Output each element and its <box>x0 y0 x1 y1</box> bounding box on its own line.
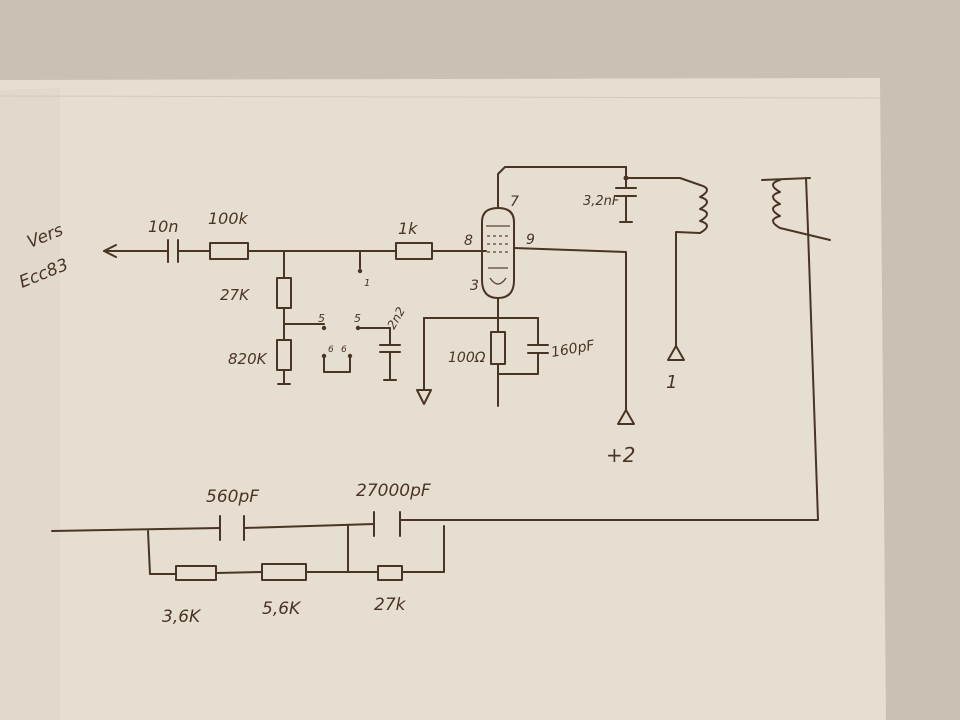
label-27k-bottom: 27k <box>374 595 407 615</box>
coil-primary <box>699 184 708 234</box>
switch-contact-5a[interactable] <box>321 325 327 331</box>
capacitor-3n2 <box>615 187 637 223</box>
terminal-2-arrow <box>617 409 635 425</box>
terminal-1-arrow <box>667 345 685 361</box>
capacitor-27000pf <box>373 511 401 537</box>
label-560pf: 560pF <box>206 487 259 507</box>
label-terminal-1: 1 <box>666 372 677 393</box>
wire-560-27000 <box>243 523 375 529</box>
paper-fold-top <box>0 95 881 99</box>
wire-to-primary <box>625 177 701 186</box>
label-pin-7: 7 <box>510 194 519 210</box>
label-160pf: 160pF <box>550 337 597 361</box>
wire-bottom-right <box>401 525 445 573</box>
label-pin-3: 3 <box>470 278 479 294</box>
wire-bottom-input <box>51 527 221 532</box>
ground-cathode <box>416 389 432 405</box>
label-switch-6a: 6 <box>328 345 334 355</box>
label-27k: 27K <box>220 286 250 304</box>
label-switch-5b: 5 <box>354 312 361 325</box>
label-terminal-2: +2 <box>606 443 635 467</box>
paper-fold-shadow-left <box>0 88 60 720</box>
wire-primary-down <box>675 231 701 347</box>
vers-ecc83-arrow <box>103 244 169 258</box>
label-100k: 100k <box>208 209 249 228</box>
wire-bottom-left-drop <box>147 530 151 575</box>
wire-secondary-return <box>399 177 819 521</box>
capacitor-2n2 <box>379 327 401 381</box>
wire-pin9 <box>513 247 627 411</box>
wire-secondary-mid <box>779 227 831 241</box>
wire-3-6k-5-6k <box>215 571 263 574</box>
label-switch-6b: 6 <box>341 345 347 355</box>
label-5-6k: 5,6K <box>262 599 302 619</box>
label-100ohm: 100Ω <box>448 350 486 366</box>
switch-link-6 <box>323 355 351 373</box>
switch-contact-1[interactable] <box>357 268 363 274</box>
label-10n: 10n <box>148 217 179 236</box>
wire-160pf-bottom <box>497 352 539 375</box>
wire-secondary-top <box>761 177 811 181</box>
label-pin-8: 8 <box>464 233 473 249</box>
label-27000pf: 27000pF <box>356 481 431 501</box>
label-3-6k: 3,6K <box>162 607 202 627</box>
label-3n2: 3,2nF <box>583 194 620 209</box>
paper-sheet <box>0 78 886 720</box>
label-pin-9: 9 <box>526 232 535 248</box>
label-1k: 1k <box>398 219 418 238</box>
coil-secondary <box>772 179 781 229</box>
label-switch-5a: 5 <box>318 312 325 325</box>
wire-plate <box>497 166 627 209</box>
label-switch-1: 1 <box>364 278 370 289</box>
label-820k: 820K <box>228 350 268 368</box>
tube-symbol <box>481 207 515 299</box>
